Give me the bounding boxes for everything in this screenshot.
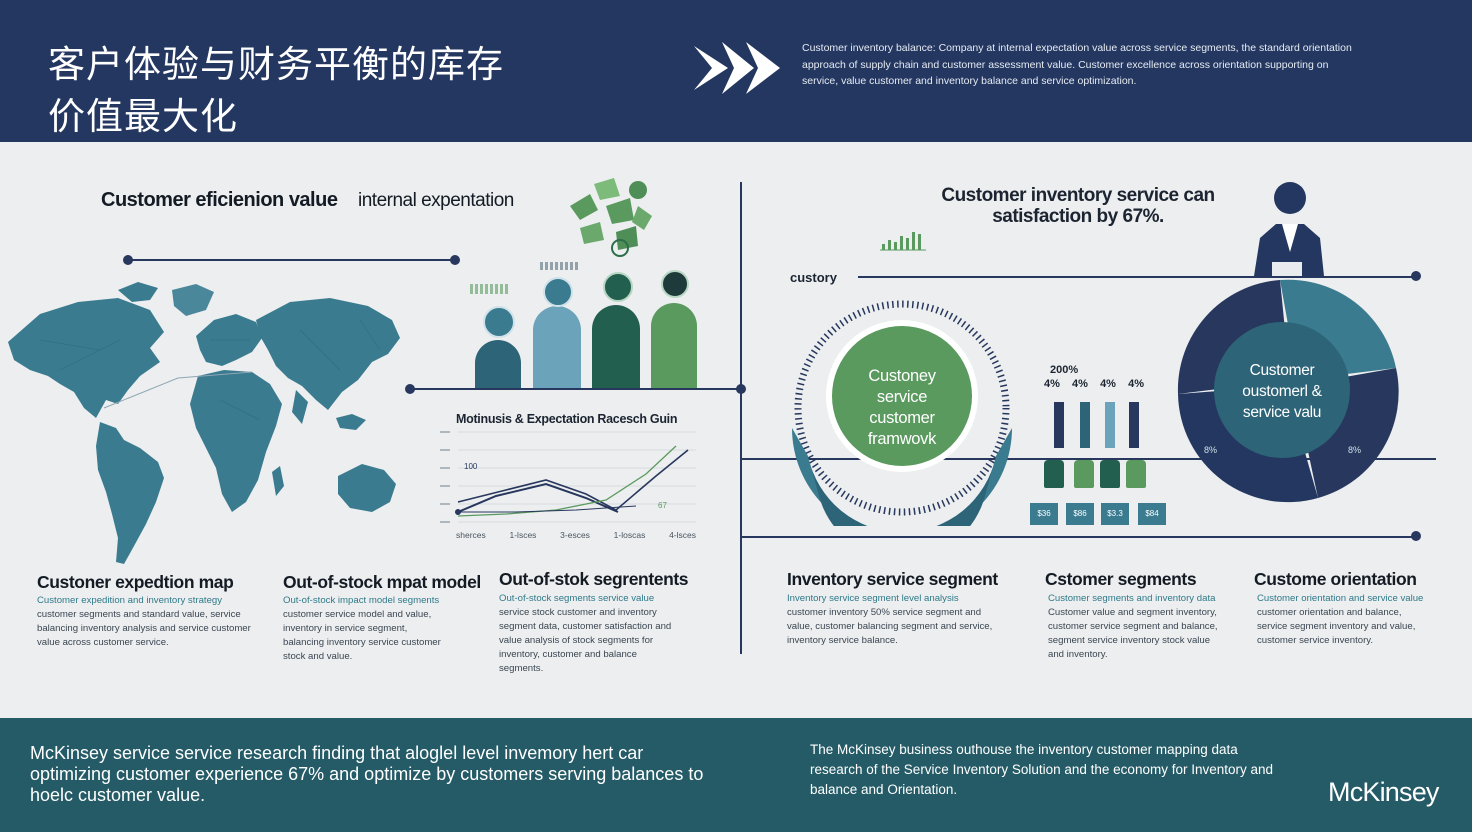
chart-label-end: 67 — [658, 501, 667, 510]
column-text: Customer value and segment inventory, cu… — [1048, 607, 1218, 660]
left-heading-expectation: internal expentation — [358, 190, 514, 211]
column-lead: Inventory service segment level analysis — [787, 593, 959, 604]
mini-bar — [1080, 402, 1090, 448]
column-text: customer segments and standard value, se… — [37, 609, 251, 648]
left-divider — [130, 259, 456, 261]
column-body: Inventory service segment level analysis… — [787, 592, 1001, 648]
bar-small-label: 4% — [1100, 378, 1116, 390]
column-title: Custome orientation — [1254, 569, 1417, 589]
bag-icon — [1044, 460, 1064, 488]
growth-chart-icon — [880, 232, 926, 251]
pie-right-label: 8% — [1348, 445, 1362, 455]
column-title: Out-of-stok segrentents — [499, 569, 689, 589]
bar-icon-2 — [543, 277, 573, 307]
bar-1 — [475, 340, 521, 388]
bar-icon-1 — [483, 306, 515, 338]
right-heading: Customer inventory service can satisfact… — [941, 185, 1215, 227]
column-lead: Out-of-stock segments service value — [499, 593, 655, 604]
ring-center-text: Custoney service customer framwovk — [867, 367, 937, 448]
bar-3 — [592, 305, 640, 388]
mini-bar — [1105, 402, 1115, 448]
column-text: customer orientation and balance, servic… — [1257, 607, 1416, 646]
price-tag: $36 — [1030, 503, 1058, 525]
bar-4 — [651, 303, 697, 388]
baseline-dot — [405, 384, 415, 394]
column-title: Inventory service segment — [787, 569, 998, 589]
column-text: customer inventory 50% service segment a… — [787, 607, 993, 646]
divider-dot — [1411, 531, 1421, 541]
x-tick-label: 1-loscas — [613, 530, 646, 540]
divider-dot — [123, 255, 133, 265]
footer-banner — [0, 718, 1472, 832]
page-title-line2: 价值最大化 — [48, 95, 238, 138]
bar-small-label: 4% — [1128, 378, 1144, 390]
bar-2 — [533, 306, 581, 388]
line-chart — [440, 431, 696, 523]
pie-center-text: Customer oustomerl & service valu — [1242, 362, 1322, 421]
mini-bar — [1054, 402, 1064, 448]
bag-icon — [1100, 460, 1120, 488]
divider-dot — [450, 255, 460, 265]
axis-label: custory — [790, 270, 837, 285]
brand-logo: McKinsey — [1328, 777, 1439, 807]
column-lead: Customer segments and inventory data — [1048, 593, 1216, 604]
right-divider-top — [858, 276, 1416, 278]
pie-left-label: 8% — [1204, 445, 1218, 455]
bar-icon-4 — [661, 270, 689, 298]
bar-small-label: 4% — [1044, 378, 1060, 390]
customer-value-pie — [1177, 182, 1399, 503]
column-text: service stock customer and inventory seg… — [499, 607, 672, 674]
leaf-cluster-icon — [570, 178, 652, 257]
bar-group-label: 200% — [1050, 364, 1079, 376]
column-title: Custoner expedtion map — [37, 572, 234, 592]
divider-dot — [1411, 271, 1421, 281]
bag-icon — [1074, 460, 1094, 488]
price-tag: $3.3 — [1101, 503, 1129, 525]
double-arrow-icon — [694, 42, 780, 94]
chart-title: Motinusis & Expectation Racesch Guin — [456, 412, 678, 426]
chart-label-start: 100 — [464, 462, 478, 471]
x-tick-label: 3-esces — [560, 530, 590, 540]
world-map — [8, 282, 400, 564]
column-body: Out-of-stock segments service value servi… — [499, 592, 681, 676]
header-description: Customer inventory balance: Company at i… — [802, 42, 1352, 87]
column-lead: Out-of-stock impact model segments — [283, 595, 440, 606]
bar-caption-1 — [470, 284, 510, 294]
price-tag: $86 — [1066, 503, 1094, 525]
bars-baseline — [410, 388, 740, 390]
center-divider — [740, 182, 742, 654]
chart-x-axis: sherces 1-lsces 3-esces 1-loscas 4-lsces — [456, 530, 696, 540]
x-tick-label: 4-lsces — [669, 530, 696, 540]
bar-caption-2 — [540, 262, 580, 270]
column-lead: Customer expedition and inventory strate… — [37, 595, 223, 606]
bar-small-label: 4% — [1072, 378, 1088, 390]
column-lead: Customer orientation and service value — [1257, 593, 1424, 604]
column-title: Cstomer segments — [1045, 569, 1197, 589]
column-body: Customer expedition and inventory strate… — [37, 594, 251, 650]
bag-icon — [1126, 460, 1146, 488]
customer-service-ring — [792, 300, 1012, 526]
column-body: Customer orientation and service value cu… — [1257, 592, 1427, 648]
left-heading-value: Customer eficienion value — [101, 189, 338, 211]
footer-note: The McKinsey business outhouse the inven… — [810, 742, 1274, 797]
page-title-line1: 客户体验与财务平衡的库存 — [48, 43, 504, 86]
bar-icon-3 — [603, 272, 633, 302]
right-divider-mid — [742, 458, 1436, 460]
mini-bar — [1129, 402, 1139, 448]
column-body: Out-of-stock impact model segments custom… — [283, 594, 443, 664]
x-tick-label: 1-lsces — [509, 530, 537, 540]
price-tag: $84 — [1138, 503, 1166, 525]
column-text: customer service model and value, invent… — [283, 609, 441, 662]
column-title: Out-of-stock mpat model — [283, 572, 481, 592]
footer-summary: McKinsey service service research findin… — [30, 743, 704, 805]
bar-small-labels: 4% 4% 4% 4% — [1044, 378, 1144, 390]
x-tick-label: sherces — [456, 530, 486, 540]
right-divider-bottom — [742, 536, 1418, 538]
